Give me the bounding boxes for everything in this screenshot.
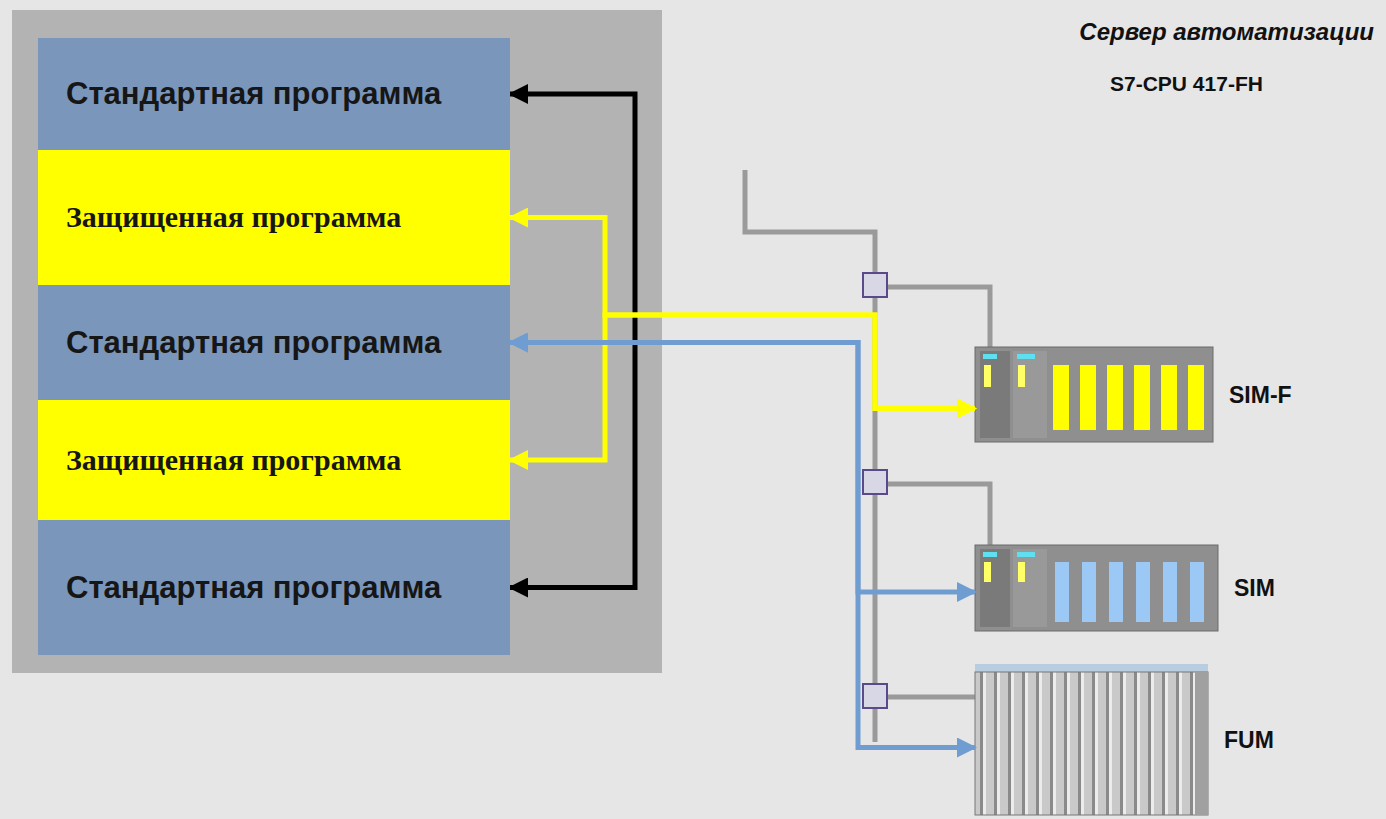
standard-program-band: Стандартная программа — [38, 520, 510, 655]
sim-station — [975, 545, 1218, 631]
protected-program-band: Защищенная программа — [38, 150, 510, 285]
node-text: Защищенная программа — [66, 440, 401, 481]
standard-program-band: Стандартная программа — [38, 38, 510, 150]
node-text: Стандартная программа — [66, 322, 441, 364]
node-text: SIM-F — [1229, 381, 1292, 408]
protected-program-band: Защищенная программа — [38, 400, 510, 520]
sim-f-device: SIM-F — [975, 347, 1213, 442]
sim-device: SIM — [975, 545, 1218, 631]
network-bus — [745, 170, 990, 742]
node-text: Стандартная программа — [66, 73, 441, 115]
sim-f-station — [975, 347, 1213, 442]
connector — [510, 343, 975, 593]
connector — [510, 315, 975, 460]
fum-device: FUM — [975, 664, 1208, 815]
connector — [510, 343, 975, 748]
node-text: FUM — [1224, 726, 1274, 753]
fum-rack — [975, 664, 1208, 815]
node-text: Стандартная программа — [66, 567, 441, 609]
node-text: Защищенная программа — [66, 197, 401, 238]
server-title: Сервер автоматизации — [1079, 18, 1374, 46]
standard-program-band: Стандартная программа — [38, 285, 510, 400]
cpu-label: S7-CPU 417-FH — [1110, 72, 1263, 96]
node-text: SIM — [1234, 575, 1275, 602]
